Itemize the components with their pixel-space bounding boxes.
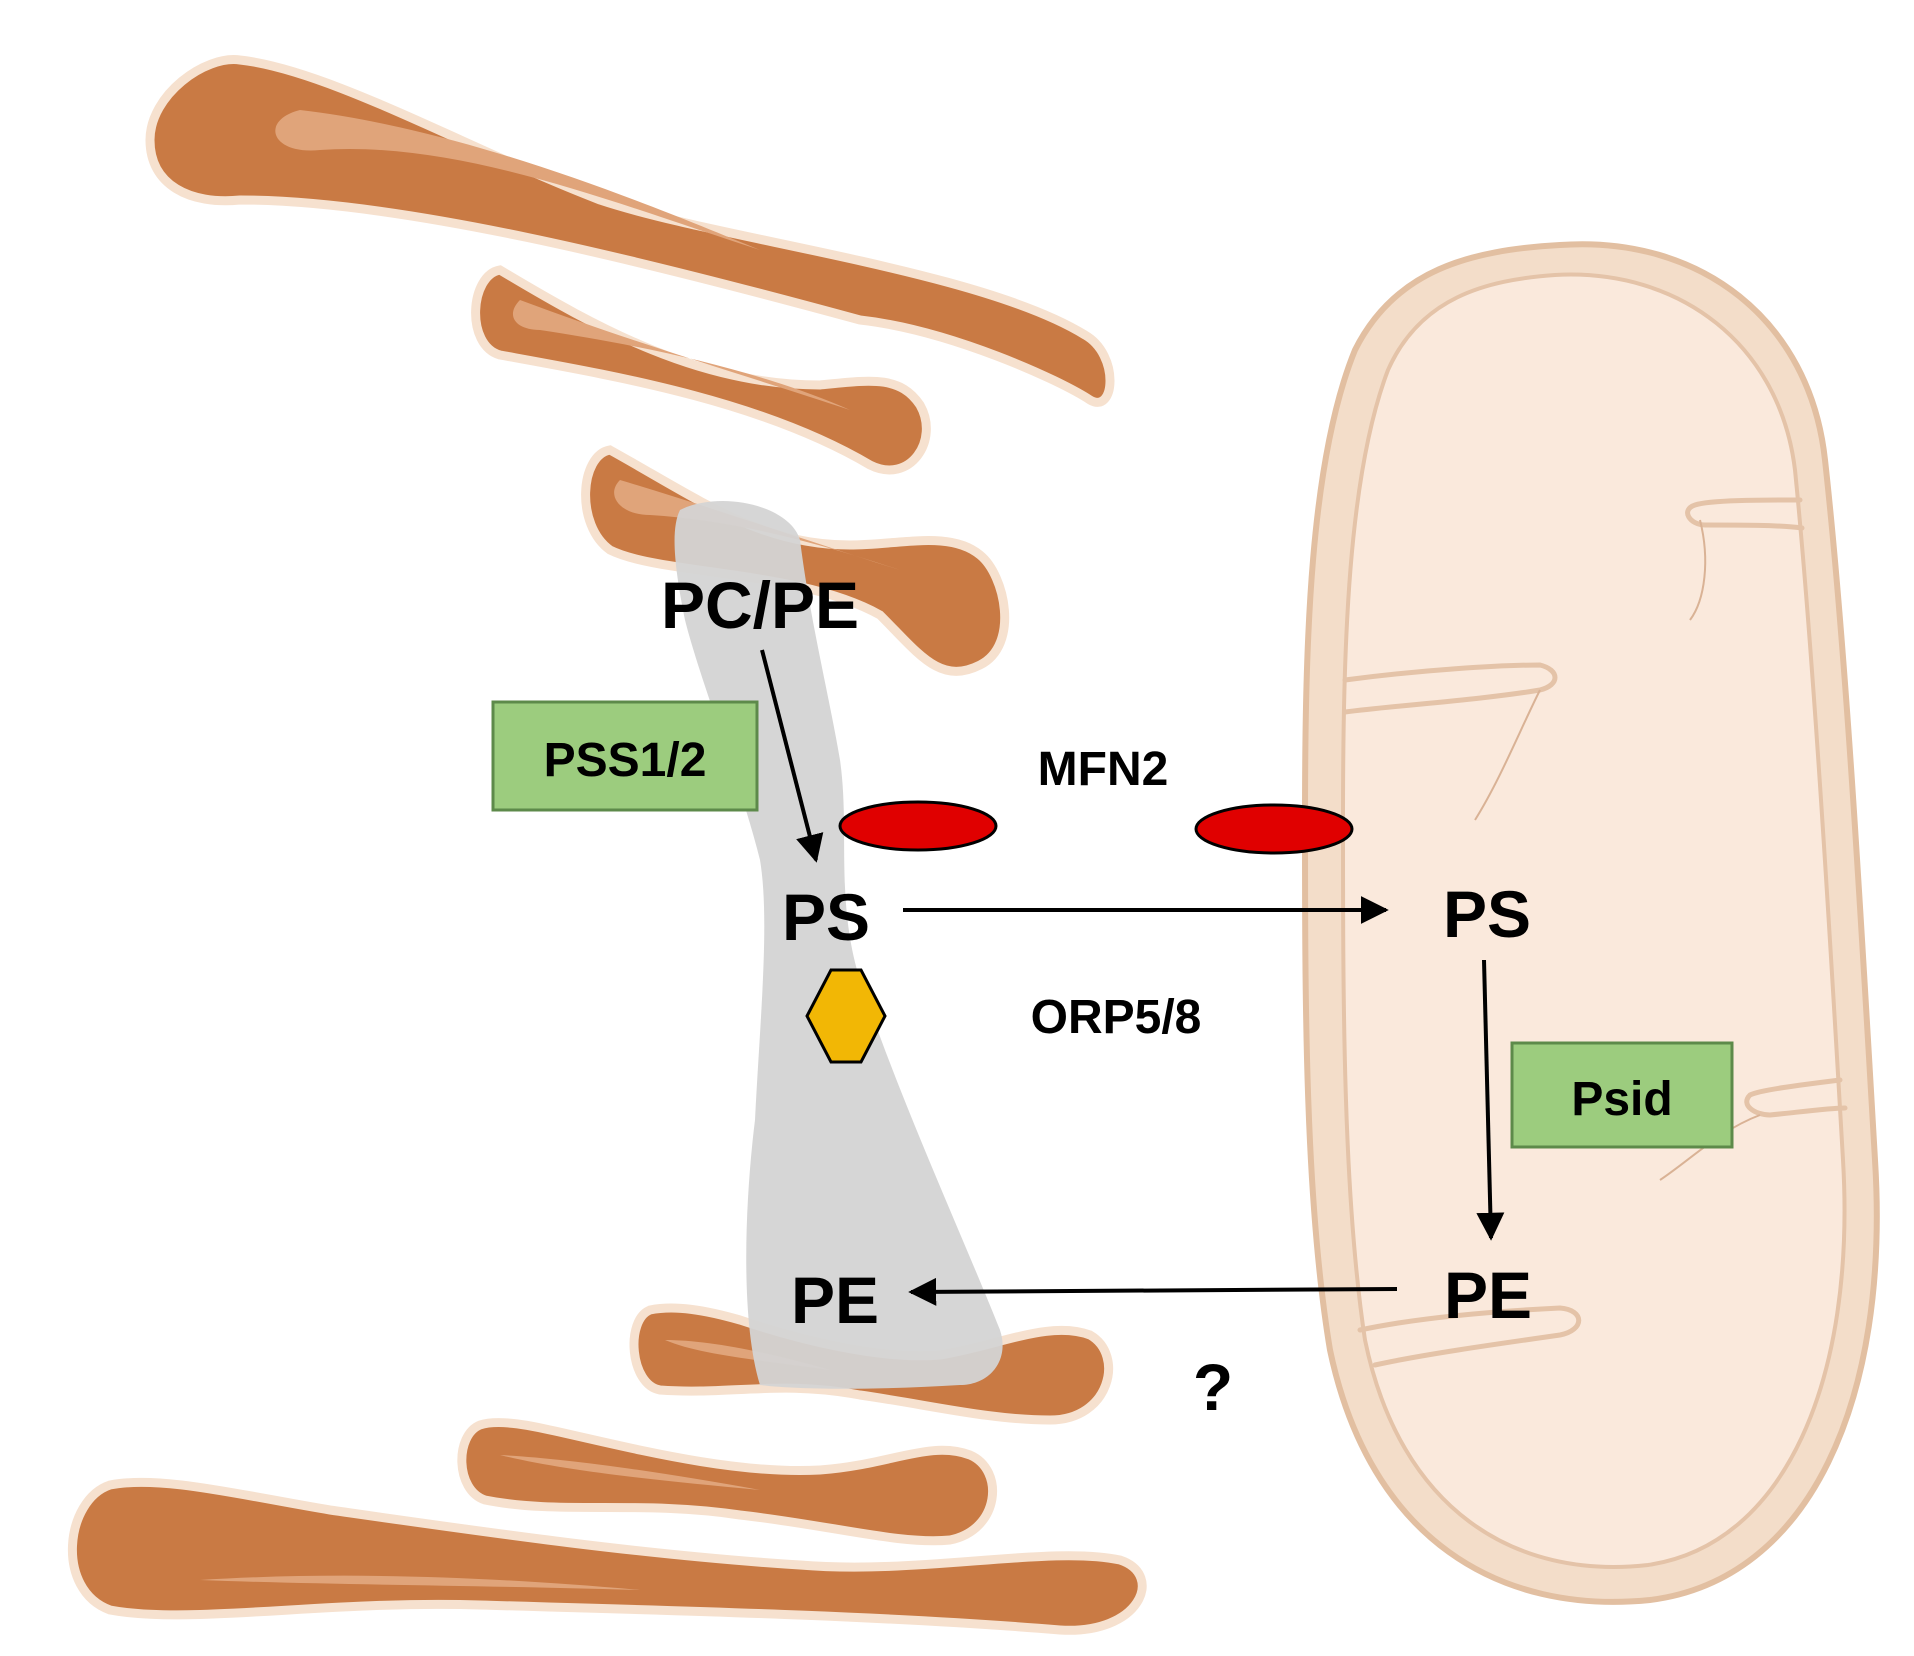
- pss-enzyme-box: PSS1/2: [491, 700, 759, 812]
- label-pe-er: PE: [791, 1263, 879, 1337]
- orp-transfer-protein-icon: [805, 968, 887, 1064]
- mitochondrion: [1301, 241, 1880, 1605]
- mfn2-tether-er: [838, 800, 998, 852]
- er-cisterna-2: [471, 265, 931, 475]
- arrow-ps-to-pe-mito: [1476, 959, 1505, 1241]
- mfn2-tether-mito: [1194, 803, 1354, 855]
- pathway-arrows: [760, 649, 1505, 1306]
- arrow-pcpe-to-ps: [760, 649, 824, 863]
- psid-enzyme-label: Psid: [1571, 1073, 1672, 1126]
- arrow-pe-mito-to-er: [908, 1277, 1398, 1306]
- label-ps-er: PS: [782, 880, 870, 954]
- er-cisterna-5: [457, 1418, 997, 1546]
- label-ps-mito: PS: [1443, 877, 1531, 951]
- label-unknown-transport: ?: [1193, 1350, 1233, 1424]
- label-orp5-8: ORP5/8: [1031, 991, 1202, 1044]
- label-mfn2: MFN2: [1038, 743, 1169, 796]
- psid-enzyme-box: Psid: [1510, 1041, 1734, 1149]
- pss-enzyme-label: PSS1/2: [544, 734, 707, 787]
- er-cisterna-6: [67, 1477, 1147, 1635]
- label-pe-mito: PE: [1444, 1258, 1532, 1332]
- er-cisternae: [67, 55, 1147, 1635]
- mito-cristae: [1342, 497, 1848, 1368]
- label-pc-pe: PC/PE: [661, 568, 859, 642]
- mito-inner-membrane: [1340, 272, 1847, 1569]
- er-cisterna-1: [145, 55, 1115, 407]
